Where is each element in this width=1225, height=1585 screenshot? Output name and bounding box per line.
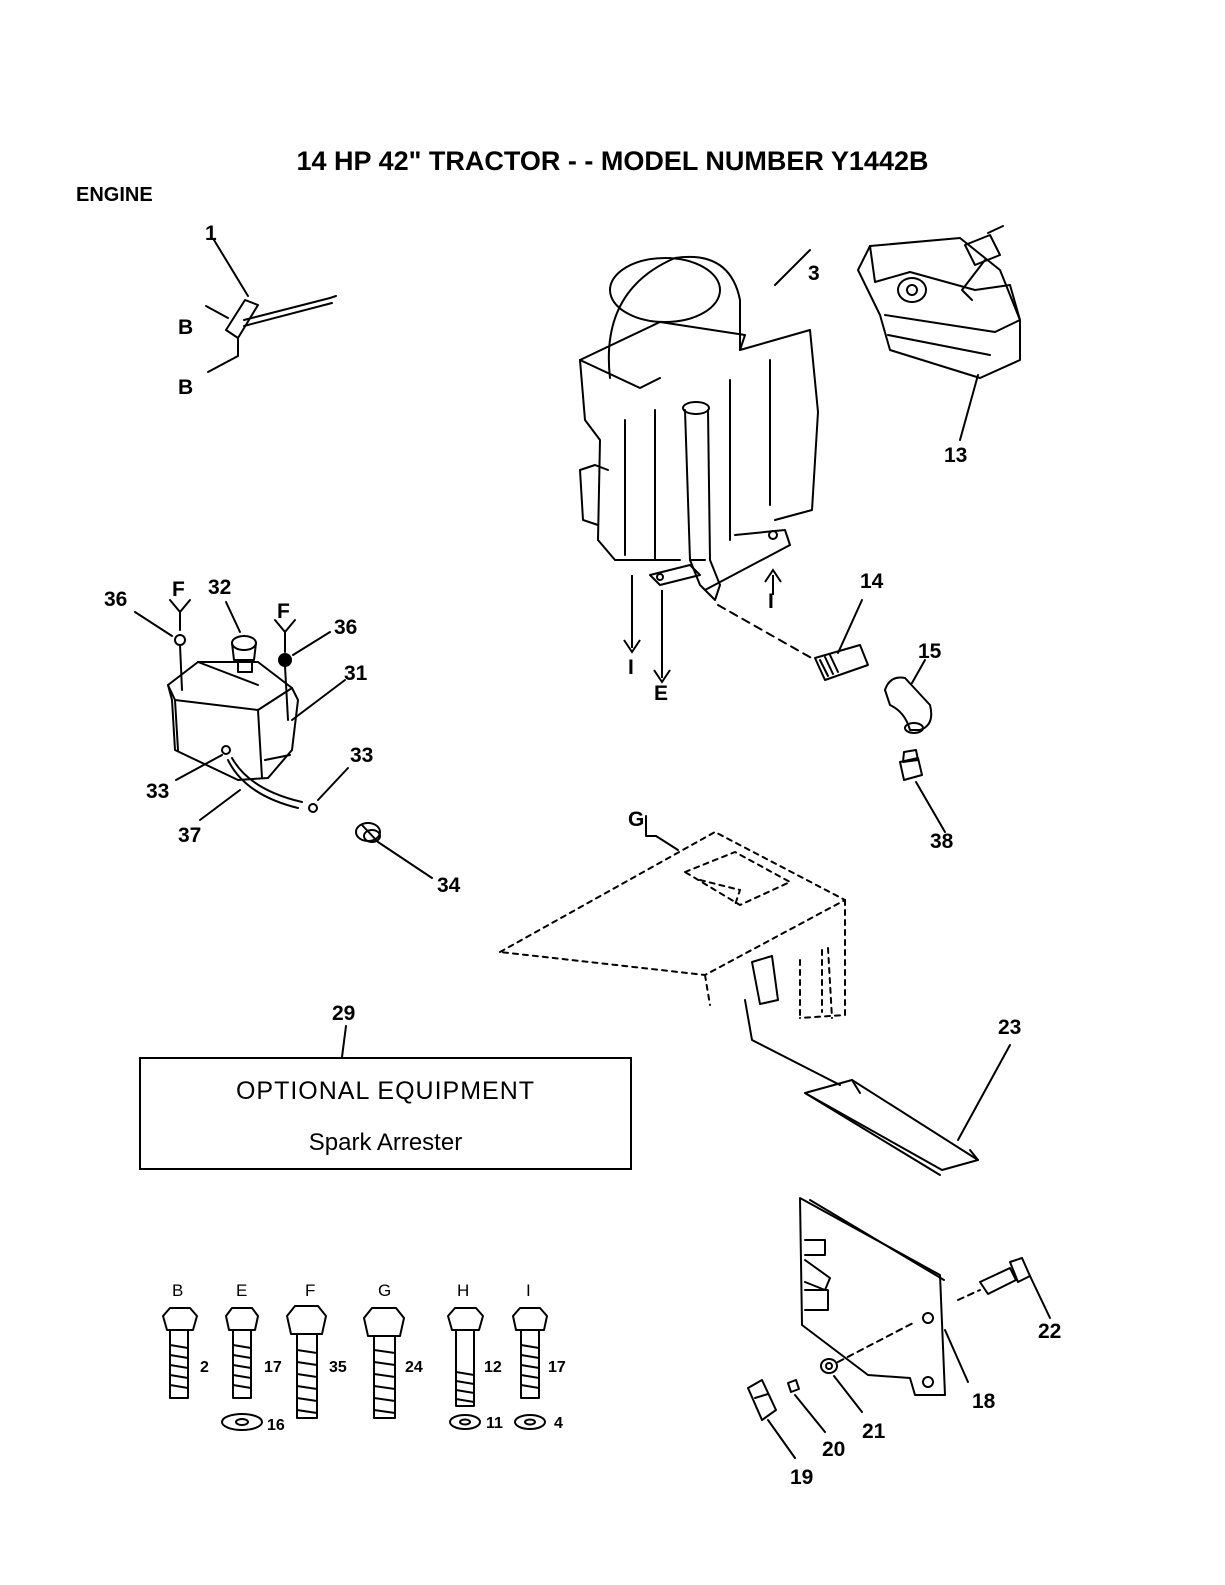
callout-36-left: 36	[104, 588, 127, 611]
callout-15: 15	[918, 640, 942, 663]
hardware-part-i: 17	[548, 1359, 566, 1376]
ref-letter-g: G	[628, 808, 644, 831]
callout-20: 20	[822, 1438, 845, 1461]
callout-31: 31	[344, 662, 368, 685]
bolt-part-22	[958, 1258, 1050, 1318]
hardware-letter-h: H	[457, 1281, 469, 1300]
hardware-washer-e: 16	[267, 1417, 285, 1434]
ref-letter-b-bottom: B	[178, 376, 193, 399]
bolt-i	[513, 1308, 547, 1429]
callout-22: 22	[1038, 1320, 1061, 1343]
hardware-washer-h: 11	[486, 1415, 503, 1432]
callout-34: 34	[437, 874, 461, 897]
hardware-letter-g: G	[378, 1281, 391, 1300]
leader-line-29	[342, 1026, 346, 1057]
hardware-part-h: 12	[484, 1359, 502, 1376]
callout-14: 14	[860, 570, 884, 593]
optional-equipment-title: OPTIONAL EQUIPMENT	[141, 1077, 630, 1106]
exhaust-pipe-part-14	[718, 600, 868, 680]
callout-21: 21	[862, 1420, 886, 1443]
ref-letter-f-left: F	[172, 578, 185, 601]
ref-letter-f-right: F	[277, 600, 290, 623]
hardware-part-f: 35	[329, 1359, 347, 1376]
elbow-part-15	[885, 660, 931, 733]
ref-letter-e: E	[654, 682, 668, 705]
callout-29: 29	[332, 1002, 355, 1025]
hardware-letter-i: I	[526, 1281, 531, 1300]
callout-37: 37	[178, 824, 201, 847]
engine-part-3	[580, 250, 818, 600]
fuel-line-part-37	[176, 746, 348, 820]
clip-part-19	[748, 1380, 795, 1458]
callout-33-right: 33	[350, 744, 373, 767]
callout-32: 32	[208, 576, 231, 599]
muffler-part-13	[858, 226, 1020, 440]
hardware-letter-b: B	[172, 1281, 183, 1300]
callout-19: 19	[790, 1466, 813, 1489]
bolt-f	[287, 1306, 326, 1418]
optional-equipment-item: Spark Arrester	[141, 1129, 630, 1157]
hardware-part-b: 2	[200, 1359, 209, 1376]
chassis-outline	[500, 832, 845, 1018]
hardware-washer-i: 4	[554, 1415, 563, 1432]
optional-equipment-box: OPTIONAL EQUIPMENT Spark Arrester	[139, 1057, 632, 1170]
callout-36-right: 36	[334, 616, 357, 639]
callout-13: 13	[944, 444, 967, 467]
hardware-letter-f: F	[305, 1281, 315, 1300]
throttle-cable-part-1	[206, 240, 336, 372]
ref-letter-i-left: I	[628, 656, 634, 679]
fitting-part-34	[356, 823, 432, 878]
hardware-letter-e: E	[236, 1281, 247, 1300]
callout-18: 18	[972, 1390, 996, 1413]
bolt-g	[364, 1308, 404, 1418]
ref-letter-b-top: B	[178, 316, 193, 339]
callout-23: 23	[998, 1016, 1021, 1039]
callout-38: 38	[930, 830, 954, 853]
callout-33-left: 33	[146, 780, 169, 803]
bolt-b	[163, 1308, 197, 1398]
callout-3: 3	[808, 262, 820, 285]
callout-1: 1	[205, 222, 217, 245]
fuel-tank-part-31	[168, 662, 345, 780]
spacer-part-21	[821, 1322, 915, 1412]
bolt-e	[222, 1308, 262, 1430]
nut-part-20	[788, 1380, 825, 1432]
plug-part-38	[900, 750, 945, 832]
hardware-part-e: 17	[264, 1359, 282, 1376]
deflector-part-23	[805, 1045, 1010, 1175]
hardware-part-g: 24	[405, 1359, 423, 1376]
ref-letter-i-right: I	[768, 590, 774, 613]
bolt-h	[448, 1308, 483, 1429]
